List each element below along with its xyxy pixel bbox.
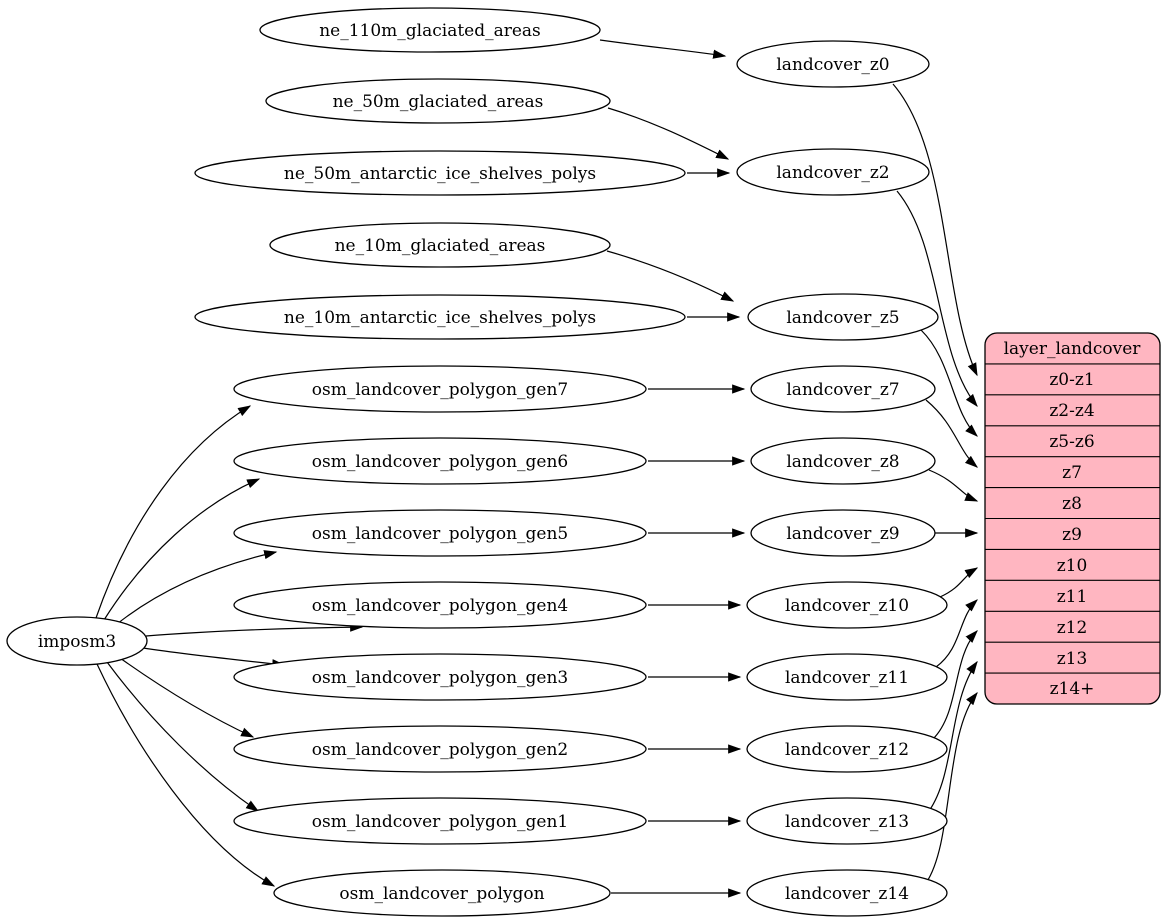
svg-text:landcover_z12: landcover_z12: [785, 740, 909, 760]
edge-z13-row: [928, 660, 978, 812]
table-row-z14plus: z14+: [1050, 679, 1095, 699]
node-ne-10m-antarctic-ice-shelves-polys: ne_10m_antarctic_ice_shelves_polys: [194, 294, 686, 340]
svg-text:osm_landcover_polygon_gen1: osm_landcover_polygon_gen1: [312, 812, 568, 832]
node-landcover-z13: landcover_z13: [746, 797, 948, 845]
svg-text:landcover_z14: landcover_z14: [785, 884, 909, 904]
table-row-z2-z4: z2-z4: [1049, 401, 1094, 421]
svg-text:landcover_z9: landcover_z9: [786, 524, 899, 544]
edge-z12-row: [932, 630, 978, 740]
svg-text:ne_50m_antarctic_ice_shelves_p: ne_50m_antarctic_ice_shelves_polys: [284, 164, 596, 184]
node-landcover-z7: landcover_z7: [750, 365, 936, 413]
edge-imposm3-gen5: [116, 550, 278, 625]
edge-imposm3-gen6: [103, 478, 261, 621]
svg-text:ne_10m_glaciated_areas: ne_10m_glaciated_areas: [335, 236, 546, 256]
node-ne-50m-antarctic-ice-shelves-polys: ne_50m_antarctic_ice_shelves_polys: [194, 150, 686, 196]
node-landcover-z0: landcover_z0: [736, 40, 930, 88]
svg-text:osm_landcover_polygon_gen3: osm_landcover_polygon_gen3: [312, 668, 568, 688]
edge-group: [95, 39, 979, 898]
svg-text:ne_10m_antarctic_ice_shelves_p: ne_10m_antarctic_ice_shelves_polys: [284, 308, 596, 328]
edge-ne50mg-z2: [607, 107, 730, 160]
edge-z7-row: [925, 399, 979, 468]
node-osm-landcover-polygon-gen7: osm_landcover_polygon_gen7: [233, 365, 647, 413]
svg-text:landcover_z0: landcover_z0: [776, 55, 889, 75]
node-osm-landcover-polygon-gen2: osm_landcover_polygon_gen2: [233, 725, 647, 773]
table-row-z13: z13: [1057, 649, 1088, 669]
node-landcover-z10: landcover_z10: [746, 581, 948, 629]
edge-z14-row: [925, 691, 978, 884]
svg-text:osm_landcover_polygon_gen2: osm_landcover_polygon_gen2: [312, 740, 568, 760]
svg-text:ne_50m_glaciated_areas: ne_50m_glaciated_areas: [333, 92, 544, 112]
svg-text:osm_landcover_polygon_gen5: osm_landcover_polygon_gen5: [312, 524, 568, 544]
edge-z2-row: [896, 190, 978, 408]
svg-text:landcover_z2: landcover_z2: [776, 163, 889, 183]
edge-imposm3-gen1: [106, 661, 260, 812]
node-landcover-z8: landcover_z8: [750, 437, 936, 485]
node-landcover-z11: landcover_z11: [746, 653, 948, 701]
node-imposm3: imposm3: [6, 616, 148, 666]
edge-imposm3-gen2: [119, 657, 255, 738]
node-imposm3-label: imposm3: [38, 632, 116, 652]
table-row-z10: z10: [1057, 556, 1088, 576]
table-row-z12: z12: [1057, 618, 1088, 638]
node-landcover-z2: landcover_z2: [736, 148, 930, 196]
svg-text:osm_landcover_polygon_gen6: osm_landcover_polygon_gen6: [312, 452, 568, 472]
svg-text:osm_landcover_polygon_gen4: osm_landcover_polygon_gen4: [312, 596, 568, 616]
edge-imposm3-gen4: [145, 622, 364, 637]
node-osm-landcover-polygon-gen6: osm_landcover_polygon_gen6: [233, 437, 647, 485]
edge-imposm3-polygon: [96, 663, 276, 887]
table-layer-landcover: layer_landcover z0-z1 z2-z4 z5-z6 z7 z8 …: [984, 332, 1161, 705]
table-row-z5-z6: z5-z6: [1049, 432, 1094, 452]
table-row-z8: z8: [1062, 494, 1082, 514]
table-row-z0-z1: z0-z1: [1049, 370, 1094, 390]
node-ne-10m-glaciated-areas: ne_10m_glaciated_areas: [269, 222, 611, 268]
node-landcover-z9: landcover_z9: [750, 509, 936, 557]
svg-text:ne_110m_glaciated_areas: ne_110m_glaciated_areas: [319, 21, 541, 41]
node-ne-50m-glaciated-areas: ne_50m_glaciated_areas: [265, 78, 611, 124]
node-landcover-z14: landcover_z14: [746, 869, 948, 917]
svg-text:landcover_z8: landcover_z8: [786, 452, 899, 472]
edge-z0-row: [892, 83, 978, 377]
table-title: layer_landcover: [1004, 339, 1142, 359]
svg-text:landcover_z13: landcover_z13: [785, 812, 909, 832]
table-row-z7: z7: [1062, 463, 1082, 483]
node-osm-landcover-polygon-gen5: osm_landcover_polygon_gen5: [233, 509, 647, 557]
svg-text:osm_landcover_polygon_gen7: osm_landcover_polygon_gen7: [312, 380, 568, 400]
node-osm-landcover-polygon-gen4: osm_landcover_polygon_gen4: [233, 581, 647, 629]
edge-ne10mg-z5: [606, 250, 735, 302]
edge-z11-row: [935, 599, 978, 668]
node-ne-110m-glaciated-areas: ne_110m_glaciated_areas: [259, 7, 601, 53]
node-osm-landcover-polygon-gen3: osm_landcover_polygon_gen3: [233, 653, 647, 701]
node-osm-landcover-polygon: osm_landcover_polygon: [273, 869, 611, 917]
svg-text:landcover_z11: landcover_z11: [785, 668, 909, 688]
edge-imposm3-gen7: [95, 405, 252, 619]
svg-text:landcover_z5: landcover_z5: [786, 308, 899, 328]
table-row-z9: z9: [1062, 525, 1082, 545]
edge-imposm3-gen3: [142, 647, 286, 669]
edge-ne110m-z0: [599, 39, 727, 59]
svg-text:landcover_z10: landcover_z10: [785, 596, 909, 616]
edge-z10-row: [939, 567, 979, 598]
edge-z5-row: [920, 329, 978, 437]
node-landcover-z5: landcover_z5: [747, 293, 939, 341]
svg-text:landcover_z7: landcover_z7: [786, 380, 899, 400]
edge-z8-row: [928, 469, 979, 502]
node-landcover-z12: landcover_z12: [746, 725, 948, 773]
table-row-z11: z11: [1057, 587, 1088, 607]
node-osm-landcover-polygon-gen1: osm_landcover_polygon_gen1: [233, 797, 647, 845]
svg-text:osm_landcover_polygon: osm_landcover_polygon: [339, 884, 544, 904]
